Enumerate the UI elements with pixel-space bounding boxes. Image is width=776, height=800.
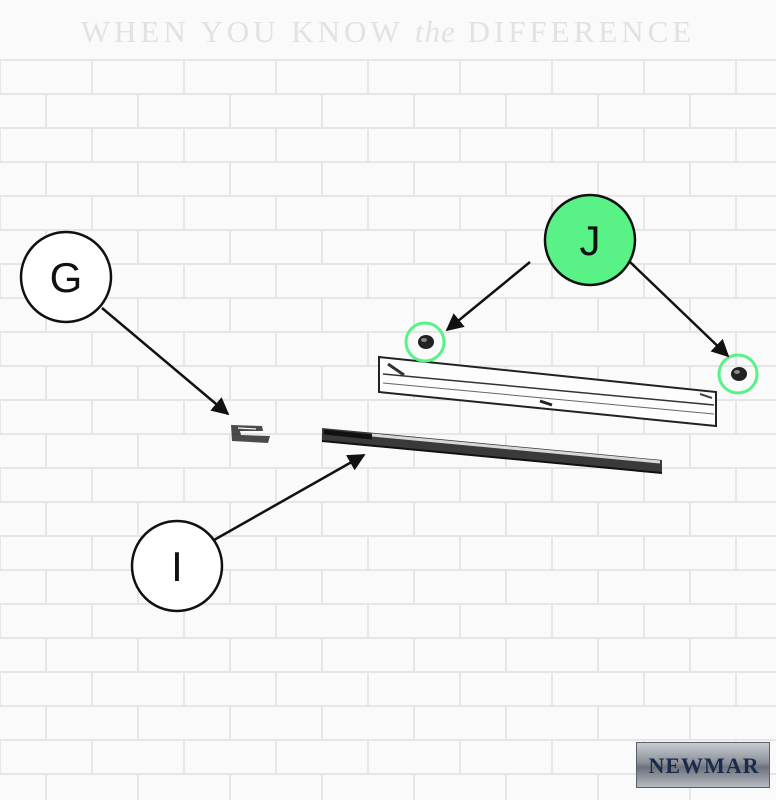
part-i-bar: [321, 428, 663, 474]
callout-i: I: [130, 519, 224, 613]
logo-text: NEWMAR: [648, 753, 760, 778]
part-j-screw-left: [404, 321, 446, 363]
callout-g: G: [19, 230, 113, 324]
callout-j: J: [543, 193, 637, 287]
tagline: WHEN YOU KNOW the DIFFERENCE: [0, 14, 776, 50]
callout-g-label: G: [50, 254, 83, 301]
callout-i-label: I: [171, 543, 183, 590]
leader-arrow-g: [101, 307, 230, 416]
leader-arrow-i: [213, 453, 366, 542]
highlight-ring-left: [404, 321, 446, 363]
tagline-part-2: the: [414, 14, 456, 49]
tagline-part-3: DIFFERENCE: [455, 14, 696, 49]
highlight-ring-right: [717, 353, 759, 395]
part-rail: [378, 355, 717, 428]
leader-arrow-j-right: [629, 261, 730, 358]
part-g-clip: [231, 425, 270, 443]
part-j-screw-right: [717, 353, 759, 395]
callout-j-label: J: [580, 217, 601, 264]
leader-arrow-j-left: [445, 261, 531, 332]
tagline-part-1: WHEN YOU KNOW: [80, 14, 415, 49]
newmar-logo: NEWMAR: [636, 742, 770, 788]
